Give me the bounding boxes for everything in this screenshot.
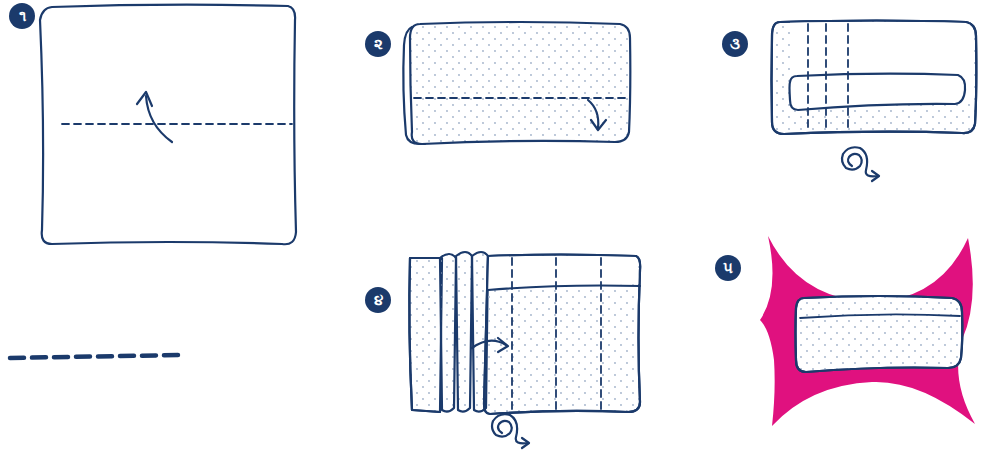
step-number: ૫ [715, 255, 741, 281]
step-number: ૨ [365, 31, 391, 57]
step-number: ૩ [722, 31, 748, 57]
step-number: ૪ [365, 287, 391, 313]
step-number: ૧ [9, 3, 35, 29]
